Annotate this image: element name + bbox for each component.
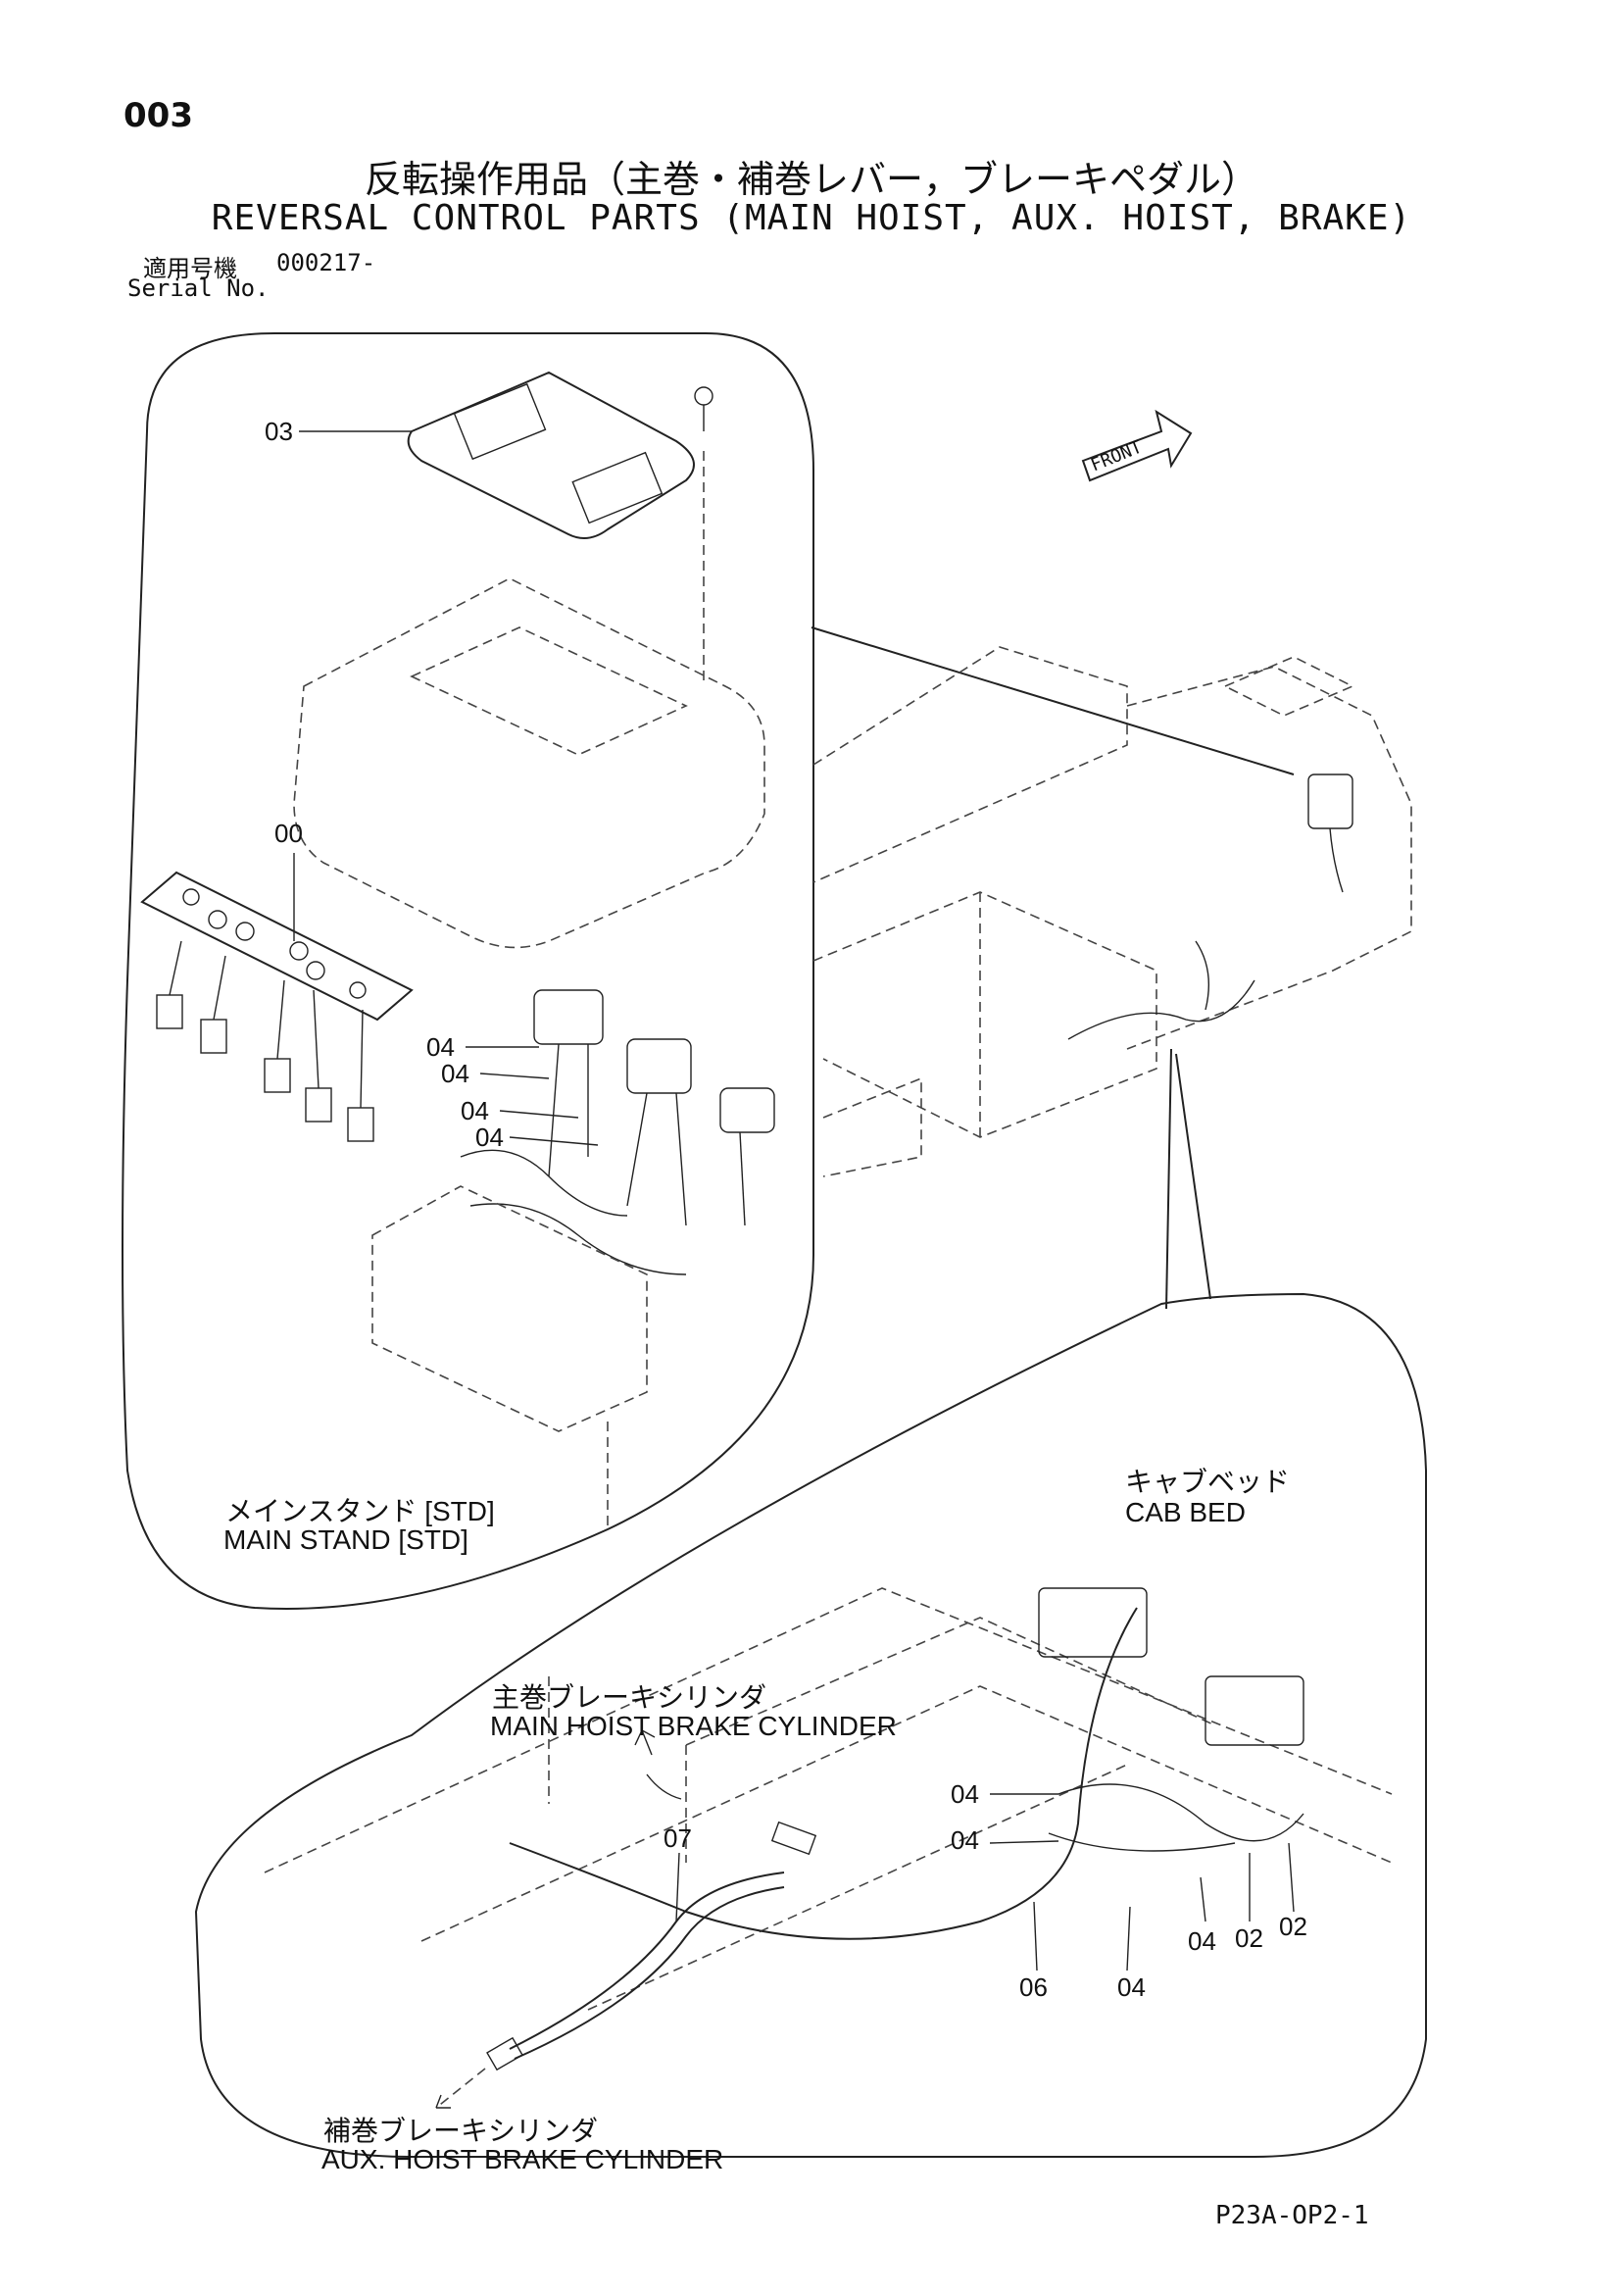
main-stand-label-jp: メインスタンド [STD] — [225, 1496, 495, 1526]
title-english: REVERSAL CONTROL PARTS (MAIN HOIST, AUX.… — [211, 198, 1412, 238]
aux-brake-arrowhead — [435, 2094, 451, 2109]
callout-02: 02 — [1235, 1923, 1263, 1953]
aux-brake-label-en: AUX. HOIST BRAKE CYLINDER — [321, 2144, 724, 2174]
front-arrow — [1081, 409, 1193, 482]
console-box — [293, 577, 765, 949]
callout-06: 06 — [1019, 1972, 1048, 2002]
aux-brake-arrow — [435, 2068, 486, 2109]
cab-bed-label-en: CAB BED — [1125, 1497, 1246, 1527]
main-brake-label-jp: 主巻ブレーキシリンダ — [492, 1682, 767, 1713]
connector-line — [1175, 1053, 1211, 1300]
callout-02: 02 — [1279, 1912, 1307, 1941]
valve-block — [1038, 1587, 1148, 1658]
title-japanese: 反転操作用品（主巻・補巻レバー，ブレーキペダル） — [364, 158, 1258, 201]
machine-body — [812, 646, 1412, 1177]
lower-detail-outline — [194, 1292, 1427, 2158]
harness-lower — [1048, 1783, 1304, 1852]
main-brake-arrow — [634, 1729, 656, 1756]
body-harness — [1067, 940, 1255, 1040]
cover-plate — [407, 371, 695, 539]
serial-value: 000217- — [276, 249, 376, 276]
main-stand-label-en: MAIN STAND [STD] — [223, 1524, 468, 1555]
callout-04: 04 — [1188, 1926, 1216, 1956]
page-code: P23A-OP2-1 — [1215, 2201, 1369, 2230]
cover-plate-window — [453, 382, 547, 461]
switch-knobs — [182, 888, 367, 999]
connector-line — [811, 626, 1295, 775]
upper-detail-outline — [122, 332, 814, 1610]
hose-07 — [509, 1872, 785, 2050]
callout-04: 04 — [951, 1825, 979, 1855]
serial-label-english: Serial No. — [127, 275, 270, 302]
control-levers — [460, 989, 775, 1275]
valve-block — [1205, 1675, 1304, 1746]
page-number: 003 — [123, 96, 193, 135]
main-hose-end — [770, 1821, 817, 1856]
screw — [694, 386, 713, 406]
leader-07 — [675, 1852, 680, 1922]
callout-04: 04 — [461, 1096, 489, 1125]
callout-04: 04 — [1117, 1972, 1146, 2002]
hose-07b — [514, 1886, 785, 2060]
callout-04: 04 — [951, 1779, 979, 1809]
callout-04: 04 — [426, 1032, 455, 1062]
serial-label-japanese: 適用号機 — [143, 255, 237, 282]
console-box-top — [410, 626, 688, 756]
aux-brake-label-jp: 補巻ブレーキシリンダ — [323, 2116, 599, 2146]
switch-panel — [140, 871, 414, 1022]
leader-04-lower — [989, 1793, 1206, 1972]
cab-bed-label-jp: キャブベッド — [1125, 1467, 1291, 1497]
cab-switch — [1307, 774, 1353, 829]
aux-hose-end — [486, 2036, 523, 2071]
leader-06 — [1033, 1901, 1038, 1972]
hose-06 — [509, 1607, 1138, 1940]
switch-connectors — [156, 940, 374, 1142]
callout-00: 00 — [274, 819, 303, 848]
callout-04: 04 — [441, 1059, 469, 1088]
main-brake-arc — [646, 1773, 682, 1800]
cover-plate-window — [571, 451, 664, 524]
connector-line — [1165, 1048, 1172, 1310]
leader-04-upper — [466, 1046, 599, 1146]
main-brake-label-en: MAIN HOIST BRAKE CYLINDER — [490, 1711, 897, 1741]
cab-switch-cable — [1329, 827, 1344, 893]
callout-03: 03 — [265, 417, 293, 446]
leader-02 — [1288, 1842, 1295, 1913]
cab-bed — [264, 1587, 1393, 2011]
callout-04: 04 — [475, 1123, 504, 1152]
callout-07: 07 — [664, 1823, 692, 1853]
lever-stand-base — [371, 1185, 648, 1432]
